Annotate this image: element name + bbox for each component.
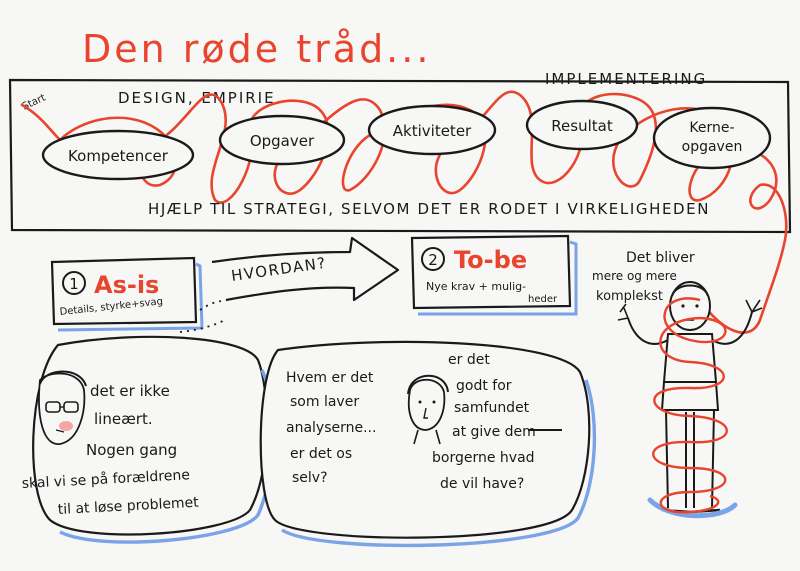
- svg-text:er det os: er det os: [290, 446, 352, 462]
- tangled-person: Det bliver mere og mere komplekst: [592, 250, 763, 519]
- design-empirie-heading: DESIGN, EMPIRIE: [118, 89, 276, 107]
- svg-text:som laver: som laver: [290, 394, 359, 410]
- svg-text:1: 1: [69, 275, 79, 293]
- strategy-footer: HJÆLP TIL STRATEGI, SELVOM DET ER RODET …: [148, 200, 710, 218]
- svg-text:Nogen gang: Nogen gang: [86, 441, 177, 459]
- arrow-hvordan: HVORDAN?: [179, 236, 400, 333]
- svg-text:det er ikke: det er ikke: [90, 382, 170, 400]
- speech-bubble-middle: Hvem er det som laver analyserne... er d…: [259, 340, 597, 548]
- svg-text:Resultat: Resultat: [551, 117, 613, 135]
- svg-text:Kompetencer: Kompetencer: [68, 147, 169, 165]
- speech-bubble-left: det er ikke lineært. Nogen gang skal vi …: [21, 335, 275, 544]
- tobe-box: 2 To-be Nye krav + mulig- heder: [410, 234, 578, 316]
- svg-text:opgaven: opgaven: [682, 139, 743, 155]
- svg-text:analyserne...: analyserne...: [286, 420, 376, 436]
- svg-text:borgerne hvad: borgerne hvad: [432, 450, 535, 466]
- start-label: Start: [21, 92, 48, 112]
- svg-text:komplekst: komplekst: [596, 289, 663, 304]
- svg-text:Opgaver: Opgaver: [250, 132, 315, 150]
- svg-text:er det: er det: [448, 352, 490, 368]
- implementering-heading: IMPLEMENTERING: [545, 70, 707, 88]
- page-title: Den røde tråd...: [82, 27, 431, 71]
- tobe-title: To-be: [454, 246, 527, 274]
- svg-text:de vil have?: de vil have?: [440, 476, 524, 492]
- tobe-subtitle-line1: Nye krav + mulig-: [426, 280, 526, 293]
- svg-text:2: 2: [428, 251, 438, 269]
- woman-face-icon: [38, 370, 87, 445]
- svg-text:mere og mere: mere og mere: [592, 269, 677, 283]
- svg-text:samfundet: samfundet: [454, 400, 530, 416]
- man-face-icon: [407, 374, 449, 445]
- tobe-subtitle-line2: heder: [528, 294, 558, 305]
- red-coils: [652, 297, 728, 514]
- svg-text:lineært.: lineært.: [94, 410, 153, 428]
- svg-text:til at løse problemet: til at løse problemet: [57, 495, 199, 518]
- asis-title: As-is: [94, 271, 159, 299]
- svg-text:at give dem: at give dem: [452, 424, 536, 440]
- step-resultat: Resultat: [525, 99, 639, 151]
- process-box: Start DESIGN, EMPIRIE IMPLEMENTERING Kom…: [8, 70, 792, 334]
- step-aktiviteter: Aktiviteter: [367, 104, 497, 156]
- step-kerneopgaven: Kerne- opgaven: [652, 106, 772, 170]
- svg-text:Hvem er det: Hvem er det: [286, 370, 374, 386]
- asis-box: 1 As-is Details, styrke+svag: [50, 256, 204, 332]
- svg-text:Aktiviteter: Aktiviteter: [393, 122, 472, 140]
- step-opgaver: Opgaver: [218, 114, 346, 166]
- svg-text:selv?: selv?: [292, 470, 328, 486]
- svg-text:Kerne-: Kerne-: [689, 120, 734, 136]
- svg-text:Det bliver: Det bliver: [626, 250, 695, 266]
- svg-text:godt for: godt for: [456, 378, 512, 394]
- step-kompetencer: Kompetencer: [41, 129, 195, 181]
